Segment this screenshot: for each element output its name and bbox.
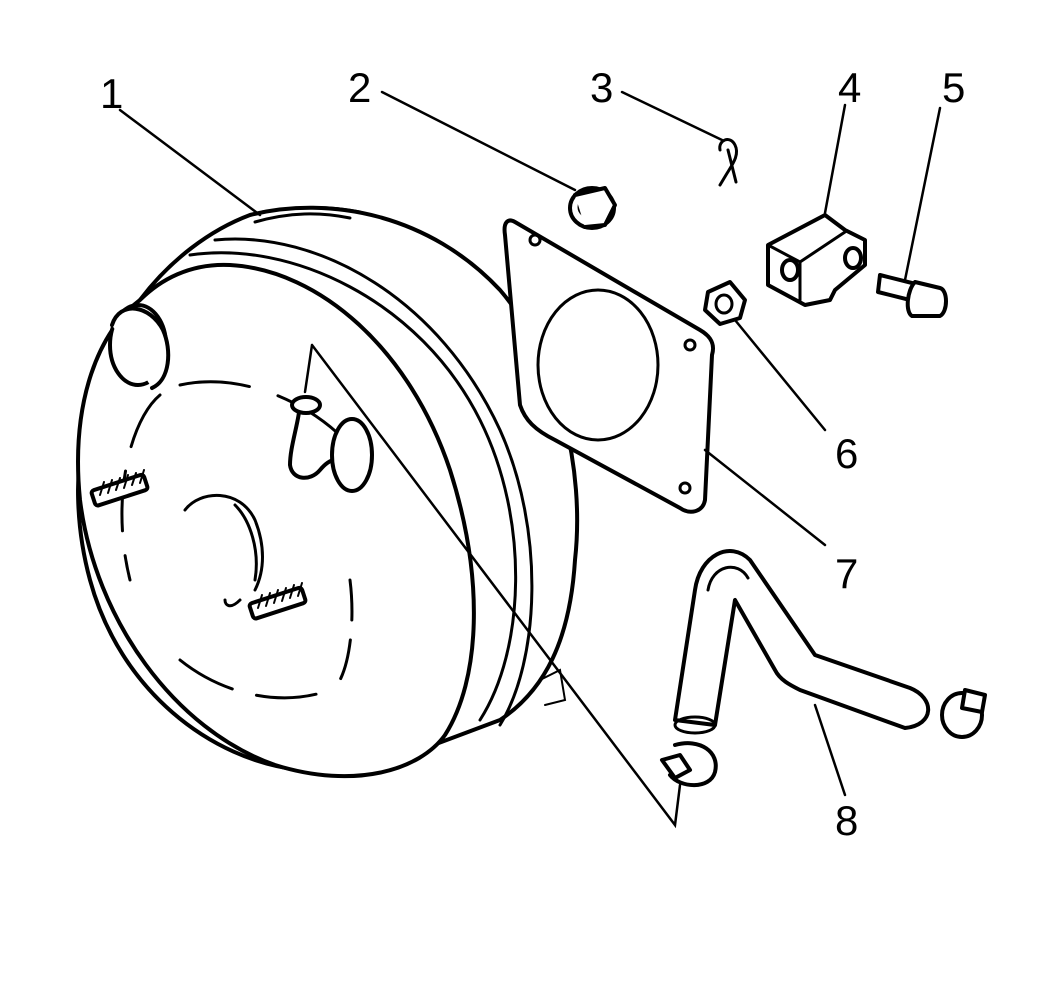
- callout-1: 1: [100, 70, 123, 117]
- callout-7: 7: [835, 550, 858, 597]
- cotter-pin-icon: [718, 138, 739, 187]
- leader-lines: [118, 90, 942, 829]
- callout-4: 4: [838, 64, 861, 111]
- callout-3: 3: [590, 64, 613, 111]
- leader-5: [903, 106, 942, 282]
- hex-nut-icon: [703, 280, 747, 326]
- leader-1: [118, 108, 262, 217]
- leader-3: [620, 90, 724, 142]
- callout-labels: 1 2 3 4 5 6 7 8: [100, 64, 965, 844]
- clevis-icon: [766, 213, 867, 307]
- flange-nut-icon: [568, 186, 617, 230]
- clevis-pin-icon: [876, 273, 948, 318]
- leader-6: [733, 318, 827, 432]
- callout-6: 6: [835, 430, 858, 477]
- brake-booster-icon: [76, 205, 581, 779]
- leader-8: [813, 703, 847, 797]
- vacuum-hose-icon: [660, 549, 987, 788]
- gasket-icon: [502, 218, 716, 514]
- leader-7: [703, 448, 827, 547]
- leader-4: [823, 103, 847, 215]
- callout-2: 2: [348, 64, 371, 111]
- leader-valve-to-clamp: [303, 343, 682, 829]
- leader-2: [380, 90, 577, 192]
- callout-5: 5: [942, 64, 965, 111]
- callout-8: 8: [835, 797, 858, 844]
